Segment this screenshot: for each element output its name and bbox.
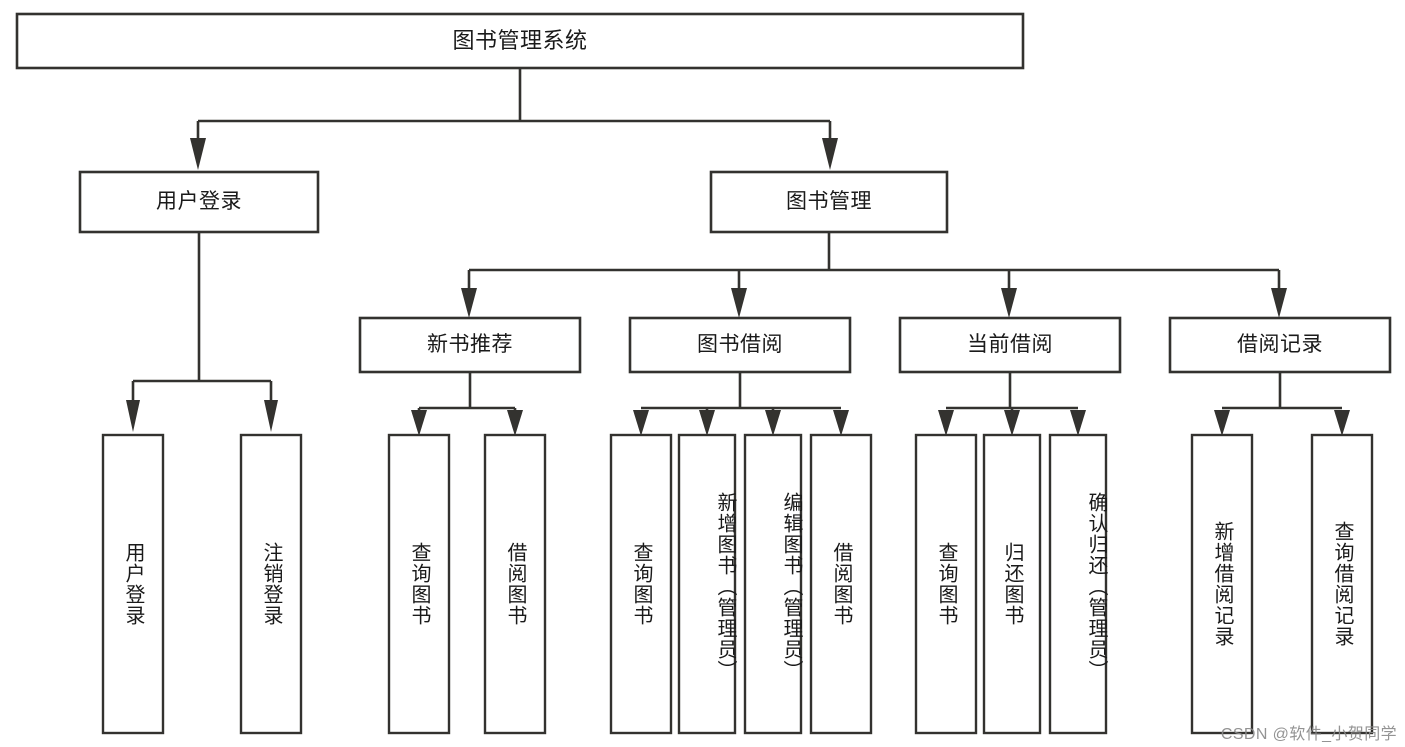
arrow-head-current-confirm: [1070, 410, 1086, 436]
node-box-current-borrow[interactable]: [898, 316, 1122, 374]
node-box-leaf-query-record[interactable]: [1310, 433, 1374, 735]
node-box-leaf-query-book-1[interactable]: [387, 433, 451, 735]
arrow-head-newbook-borrow: [507, 410, 523, 436]
node-box-book-management[interactable]: [709, 170, 949, 234]
node-box-leaf-borrow-book-2[interactable]: [809, 433, 873, 735]
node-box-borrow-records[interactable]: [1168, 316, 1392, 374]
arrow-head-borrow-add: [699, 410, 715, 436]
node-box-new-book-recommend[interactable]: [358, 316, 582, 374]
arrow-head-user-login: [190, 138, 206, 170]
arrow-head-records-query: [1334, 410, 1350, 436]
node-box-root[interactable]: [15, 12, 1025, 70]
arrow-head-current-return: [1004, 410, 1020, 436]
node-box-leaf-edit-book[interactable]: [743, 433, 803, 735]
node-box-user-login[interactable]: [78, 170, 320, 234]
node-box-leaf-query-book-2[interactable]: [609, 433, 673, 735]
arrow-head-borrow-lend: [833, 410, 849, 436]
node-box-leaf-borrow-book-1[interactable]: [483, 433, 547, 735]
node-box-book-borrow[interactable]: [628, 316, 852, 374]
arrow-head-borrow-edit: [765, 410, 781, 436]
node-box-leaf-return-book[interactable]: [982, 433, 1042, 735]
arrow-head-newbook-query: [411, 410, 427, 436]
arrow-head-current-query: [938, 410, 954, 436]
node-box-leaf-add-record[interactable]: [1190, 433, 1254, 735]
arrow-head-new-book: [461, 288, 477, 318]
node-box-leaf-user-login[interactable]: [101, 433, 165, 735]
arrow-head-records-add: [1214, 410, 1230, 436]
arrow-head-book-mgmt: [822, 138, 838, 170]
watermark-text: CSDN @软件_小贺同学: [1220, 726, 1397, 743]
arrow-head-leaf-logout: [264, 400, 278, 432]
arrow-head-current: [1001, 288, 1017, 318]
arrow-head-records: [1271, 288, 1287, 318]
arrow-head-borrow: [731, 288, 747, 318]
node-box-leaf-logout[interactable]: [239, 433, 303, 735]
node-box-leaf-confirm-return[interactable]: [1048, 433, 1108, 735]
arrow-head-leaf-user-login: [126, 400, 140, 432]
arrow-head-borrow-query: [633, 410, 649, 436]
node-box-leaf-query-book-3[interactable]: [914, 433, 978, 735]
node-box-leaf-add-book[interactable]: [677, 433, 737, 735]
